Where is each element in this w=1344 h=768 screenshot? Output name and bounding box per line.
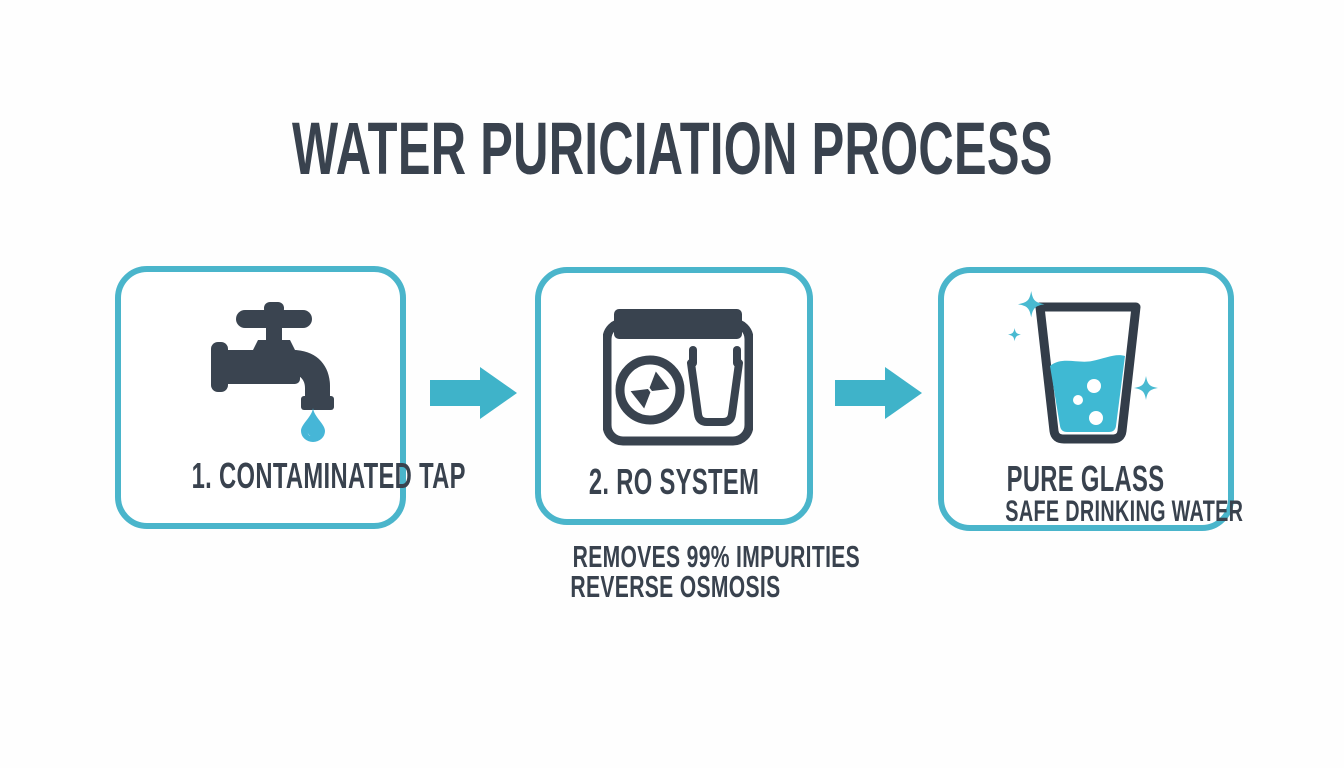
water-drop-icon [301, 408, 325, 442]
step-sublabel: SAFE DRINKING WATER [944, 497, 1243, 527]
step-label: PURE GLASS [944, 461, 1228, 497]
ro-caption-line1: REMOVES 99% IMPURITIES [572, 539, 861, 574]
page-title: WATER PURICIATION PROCESS [0, 112, 1344, 186]
step-box-pure-glass: PURE GLASS SAFE DRINKING WATER [938, 267, 1243, 531]
step-sublabel-text: SAFE DRINKING WATER [1005, 495, 1244, 528]
step-box-contaminated-tap: 1. CONTAMINATED TAP [115, 266, 466, 529]
step-label-text: 2. RO SYSTEM [588, 461, 760, 502]
step-label: 1. CONTAMINATED TAP [121, 458, 466, 494]
step-box-ro-system: 2. RO SYSTEM [535, 267, 813, 525]
sparkle-icon [1008, 291, 1158, 400]
ro-caption-line2: REVERSE OSMOSIS [569, 569, 781, 604]
step-label-text: PURE GLASS [1007, 458, 1165, 499]
step-label: 2. RO SYSTEM [541, 464, 807, 500]
page-title-text: WATER PURICIATION PROCESS [291, 107, 1053, 190]
ro-caption: REMOVES 99% IMPURITIES REVERSE OSMOSIS [505, 539, 861, 604]
flow-arrow-icon [835, 367, 922, 419]
faucet-with-drip-icon [209, 302, 339, 414]
flow-arrow-icon [430, 367, 517, 419]
sparkling-water-glass-icon [1006, 290, 1166, 450]
step-label-text: 1. CONTAMINATED TAP [191, 455, 466, 496]
ro-filter-unit-icon [602, 306, 754, 446]
